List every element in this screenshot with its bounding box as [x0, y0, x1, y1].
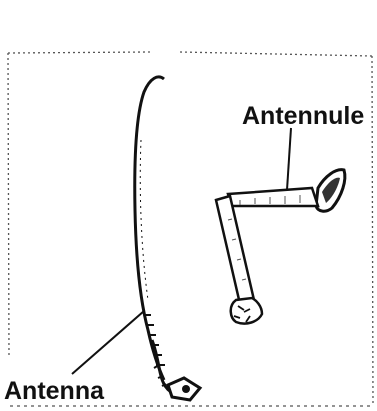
antennule-proximal-article [216, 196, 254, 304]
frame-left [8, 53, 9, 358]
frame-right [372, 56, 373, 405]
antenna-flagellum-inner [140, 140, 148, 300]
antenna-drawing [135, 77, 200, 400]
antennule-leader-line [287, 128, 291, 190]
antenna-base-spot [182, 385, 190, 393]
antenna-label: Antenna [4, 377, 105, 405]
frame-top [8, 52, 150, 53]
antennule-drawing [216, 170, 345, 324]
frame-top-right [180, 52, 372, 56]
antennule-label: Antennule [242, 102, 364, 130]
antenna-leader-line [72, 311, 144, 374]
antennule-middle-article [228, 188, 318, 206]
